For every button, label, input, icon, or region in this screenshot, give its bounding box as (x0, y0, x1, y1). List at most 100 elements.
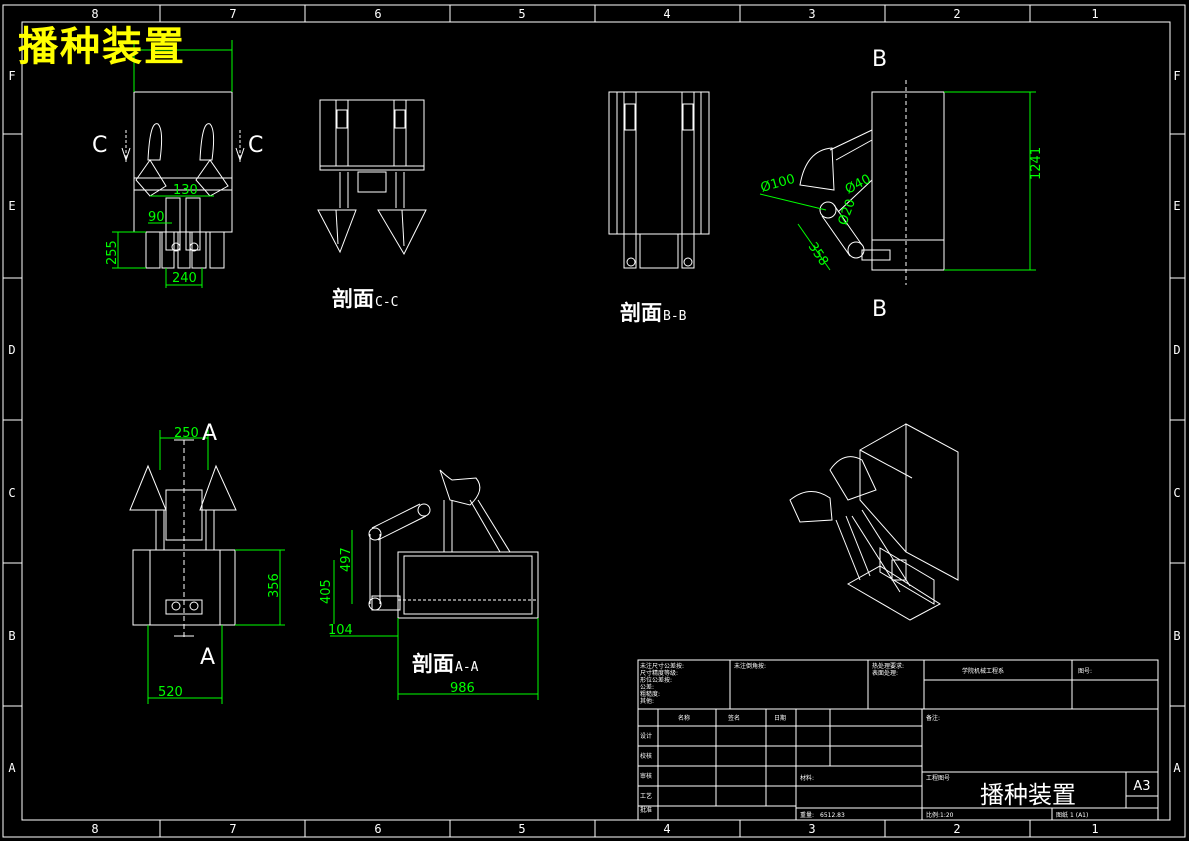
dim-356: 356 (267, 573, 282, 598)
drawing-no-label: 图号: (1078, 668, 1092, 675)
title-block-size: A3 (1133, 779, 1150, 794)
dim-405: 405 (319, 579, 334, 604)
row-label-left: B (8, 629, 15, 643)
dim-358: 358 (805, 240, 831, 269)
col-label-top: 2 (953, 7, 960, 21)
col-label-top: 3 (808, 7, 815, 21)
section-label-aa: 剖面A-A (412, 648, 478, 678)
view-front-bottom (129, 439, 237, 640)
col-label-top: 4 (663, 7, 670, 21)
row-label-right: D (1173, 343, 1180, 357)
section-marker-b-top: B (872, 47, 887, 72)
role-process: 工艺 (640, 792, 652, 800)
material-label: 材料: (800, 774, 814, 782)
view-section-cc (317, 99, 427, 256)
view-side-top-dims (759, 91, 1036, 271)
remark-label: 备注: (926, 714, 940, 722)
dim-250: 250 (174, 426, 199, 441)
section-marker-a-bottom: A (200, 645, 215, 670)
note-left-6: 其他: (640, 697, 654, 705)
col-label-bottom: 7 (229, 822, 236, 836)
col-label-top: 5 (518, 7, 525, 21)
row-label-left: F (8, 69, 15, 83)
row-label-right: C (1173, 486, 1180, 500)
note-left-3: 形位公差按: (640, 676, 672, 684)
role-approve: 批准 (640, 806, 652, 814)
dim-520: 520 (158, 685, 183, 700)
col-label-bottom: 4 (663, 822, 670, 836)
sheet-value: 1 (A1) (1070, 812, 1088, 819)
note-right-2: 表面处理: (872, 669, 898, 677)
row-label-left: A (8, 761, 16, 775)
head-name: 名称 (678, 714, 690, 722)
weight-value: 6512.83 (820, 812, 845, 819)
row-label-left: C (8, 486, 15, 500)
section-label-bb-suffix: B-B (663, 309, 687, 324)
section-label-cc-main: 剖面 (332, 287, 374, 311)
dim-90: 90 (148, 210, 165, 225)
title-block-text: 未注尺寸公差按: 尺寸精度等级: 形位公差按: 公差: 粗糙度: 其他: 未注倒… (640, 662, 1092, 819)
col-label-bottom: 1 (1091, 822, 1098, 836)
drawing-frame (2, 4, 1186, 838)
view-section-aa-dims (330, 530, 539, 700)
col-label-top: 7 (229, 7, 236, 21)
section-label-cc: 剖面C-C (332, 283, 398, 313)
dim-d100: Ø100 (759, 172, 797, 196)
col-label-bottom: 5 (518, 822, 525, 836)
section-marker-b-bottom: B (872, 297, 887, 322)
head-date: 日期 (774, 714, 786, 722)
dim-d20: Ø20 (836, 197, 859, 227)
row-label-left: D (8, 343, 15, 357)
view-front-top-dims (112, 40, 233, 288)
school-name: 学院机械工程系 (962, 667, 1004, 675)
note-right-1: 热处理要求: (872, 662, 904, 670)
col-label-bottom: 3 (808, 822, 815, 836)
drawing-title: 播种装置 (18, 23, 186, 70)
role-design: 设计 (640, 732, 652, 740)
col-label-top: 1 (1091, 7, 1098, 21)
section-marker-a-top: A (202, 421, 217, 446)
row-label-right: E (1173, 199, 1180, 213)
view-side-top (799, 80, 945, 285)
note-left-4: 公差: (640, 683, 654, 691)
section-label-cc-suffix: C-C (375, 295, 399, 310)
scale-label: 比例: (926, 811, 940, 819)
section-label-aa-suffix: A-A (455, 660, 479, 675)
row-label-right: B (1173, 629, 1180, 643)
weight-label: 重量: (800, 811, 814, 819)
section-label-bb: 剖面B-B (620, 297, 686, 327)
note-left-2: 尺寸精度等级: (640, 669, 678, 677)
section-label-aa-main: 剖面 (412, 652, 454, 676)
dim-104: 104 (328, 623, 353, 638)
view-section-bb (608, 91, 710, 269)
row-label-right: F (1173, 69, 1180, 83)
view-section-aa (368, 469, 539, 619)
note-mid: 未注倒角按: (734, 662, 766, 670)
col-label-top: 8 (91, 7, 98, 21)
title-block-lines (637, 659, 1159, 821)
row-label-left: E (8, 199, 15, 213)
row-label-right: A (1173, 761, 1181, 775)
sheet-label: 图纸 (1056, 811, 1068, 819)
dim-497: 497 (339, 547, 354, 572)
note-left-5: 粗糙度: (640, 690, 660, 698)
view-front-bottom-dims (147, 430, 285, 704)
section-marker-c-right: C (248, 133, 263, 158)
col-label-bottom: 2 (953, 822, 960, 836)
part-no-label: 工程图号 (926, 774, 950, 782)
note-left-1: 未注尺寸公差按: (640, 662, 684, 670)
section-marker-c-left: C (92, 133, 107, 158)
dim-130: 130 (173, 183, 198, 198)
col-label-bottom: 6 (374, 822, 381, 836)
dim-255: 255 (105, 240, 120, 265)
view-isometric (789, 423, 959, 621)
section-label-bb-main: 剖面 (620, 301, 662, 325)
dim-1241: 1241 (1029, 147, 1044, 180)
role-review: 审核 (640, 772, 652, 780)
col-label-top: 6 (374, 7, 381, 21)
col-label-bottom: 8 (91, 822, 98, 836)
role-check: 校核 (640, 752, 652, 760)
head-sign: 签名 (728, 714, 740, 722)
scale-value: 1:20 (940, 812, 954, 819)
